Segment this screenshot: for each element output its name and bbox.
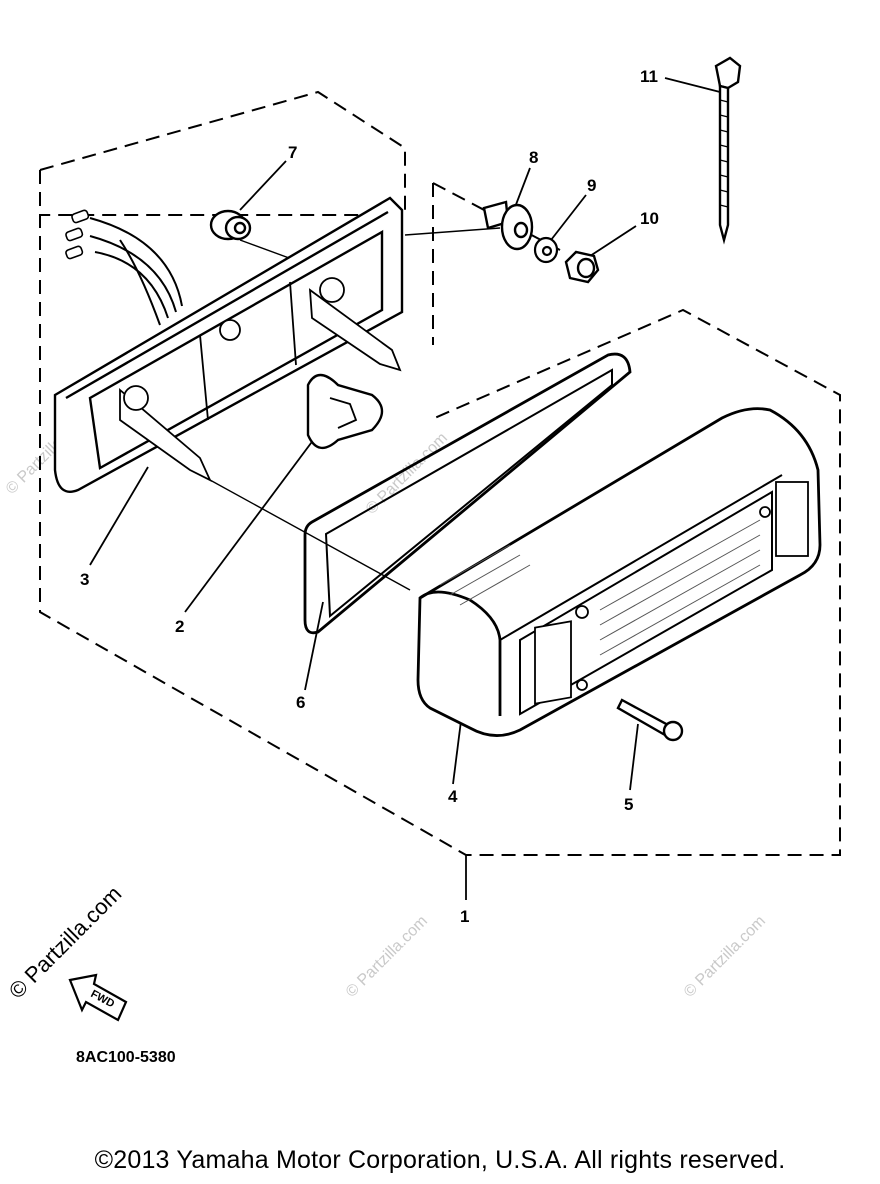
cable-tie [714, 56, 742, 245]
callout-5: 5 [624, 795, 633, 814]
leader-lines [89, 77, 721, 900]
callout-9: 9 [587, 176, 596, 195]
watermark-faint-4: © Partzilla.com [343, 913, 431, 1001]
copyright-notice: ©2013 Yamaha Motor Corporation, U.S.A. A… [94, 1146, 786, 1174]
diagram-code: 8AC100-5380 [76, 1049, 176, 1066]
collar [482, 200, 534, 251]
screw [616, 698, 684, 742]
watermark-faint-5: © Partzilla.com [681, 913, 769, 1001]
callout-labels: 7 8 9 10 11 3 2 6 4 5 1 [80, 67, 659, 926]
callout-3: 3 [80, 570, 89, 589]
callout-8: 8 [529, 148, 538, 167]
bulb [306, 373, 384, 449]
watermark-main: © Partzilla.com [4, 881, 127, 1004]
fwd-arrow-icon: FWD [68, 973, 128, 1022]
gasket [303, 352, 632, 635]
callout-7: 7 [288, 143, 297, 162]
washer [533, 236, 559, 264]
tail-light-housing [53, 196, 404, 493]
callout-1: 1 [460, 907, 469, 926]
nut [564, 250, 600, 284]
callout-10: 10 [640, 209, 659, 228]
callout-6: 6 [296, 693, 305, 712]
callout-4: 4 [448, 787, 458, 806]
parts-diagram: © Partzilla.com © Partzilla.com © Partzi… [3, 56, 841, 1066]
lens [416, 407, 822, 737]
grommet [209, 209, 252, 241]
callout-11: 11 [640, 67, 658, 86]
callout-2: 2 [175, 617, 184, 636]
